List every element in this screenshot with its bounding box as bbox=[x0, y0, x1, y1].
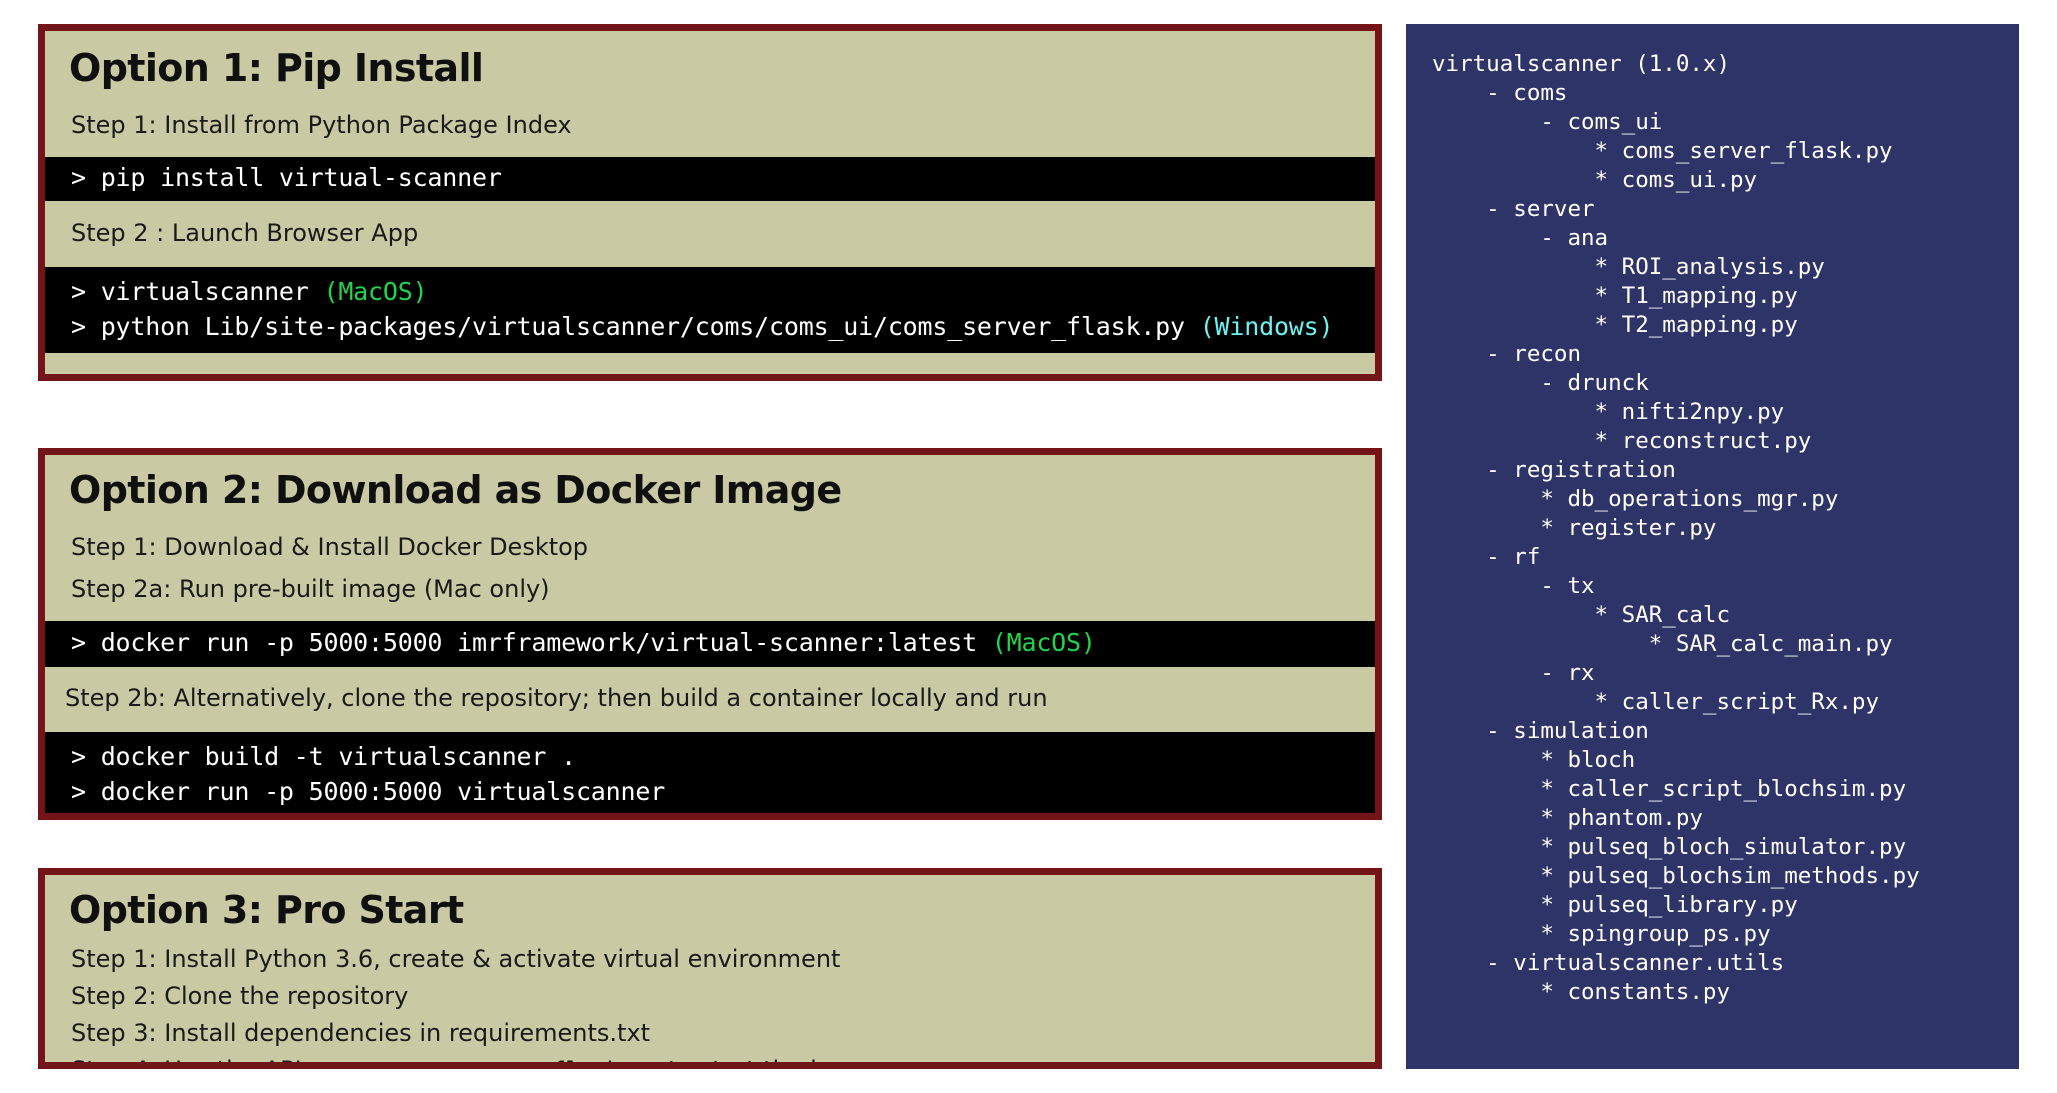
option-1-content: Option 1: Pip Install Step 1: Install fr… bbox=[45, 31, 1375, 374]
tree-line: * pulseq_bloch_simulator.py bbox=[1432, 834, 1907, 860]
option-3-step-2-label: Step 2: Clone the repository bbox=[71, 981, 409, 1010]
terminal-command: python Lib/site-packages/virtualscanner/… bbox=[100, 311, 1200, 341]
option-1-panel: Option 1: Pip Install Step 1: Install fr… bbox=[38, 24, 1382, 381]
terminal-command: docker build -t virtualscanner . bbox=[100, 741, 576, 771]
option-3-step-1-label: Step 1: Install Python 3.6, create & act… bbox=[71, 944, 841, 973]
tree-line: * SAR_calc_main.py bbox=[1432, 631, 1893, 657]
terminal-line: > pip install virtual-scanner bbox=[45, 157, 1375, 190]
option-3-content: Option 3: Pro Start Step 1: Install Pyth… bbox=[45, 875, 1375, 1062]
option-2-step-2b-label: Step 2b: Alternatively, clone the reposi… bbox=[65, 683, 1048, 712]
option-3-panel: Option 3: Pro Start Step 1: Install Pyth… bbox=[38, 868, 1382, 1069]
package-tree-panel: virtualscanner (1.0.x) - coms - coms_ui … bbox=[1406, 24, 2019, 1069]
terminal-command: docker run -p 5000:5000 imrframework/vir… bbox=[100, 627, 992, 657]
tree-line: * SAR_calc bbox=[1432, 602, 1731, 628]
tree-line: - coms_ui bbox=[1432, 109, 1663, 135]
option-2-content: Option 2: Download as Docker Image Step … bbox=[45, 455, 1375, 813]
tree-line: * register.py bbox=[1432, 515, 1717, 541]
option-2-terminal-docker-build: > docker build -t virtualscanner . > doc… bbox=[45, 731, 1375, 813]
tree-root-label: virtualscanner (1.0.x) bbox=[1432, 51, 1731, 77]
option-1-step-1-label: Step 1: Install from Python Package Inde… bbox=[71, 110, 572, 139]
tree-line: * ROI_analysis.py bbox=[1432, 254, 1825, 280]
tree-line: - ana bbox=[1432, 225, 1609, 251]
option-2-step-1-label: Step 1: Download & Install Docker Deskto… bbox=[71, 532, 589, 561]
windows-tag: (Windows) bbox=[1199, 311, 1334, 341]
tree-line: * caller_script_blochsim.py bbox=[1432, 776, 1907, 802]
terminal-prompt: > bbox=[71, 776, 101, 806]
tree-line: - recon bbox=[1432, 341, 1582, 367]
option-3-step-4-prefix: Step 4: Use the API or run bbox=[71, 1056, 389, 1062]
terminal-prompt: > bbox=[71, 627, 101, 657]
tree-line: - drunck bbox=[1432, 370, 1649, 396]
macos-tag: (MacOS) bbox=[991, 627, 1096, 657]
tree-line: - rx bbox=[1432, 660, 1595, 686]
tree-line: * bloch bbox=[1432, 747, 1636, 773]
tree-line-list: - coms - coms_ui * coms_server_flask.py … bbox=[1432, 79, 2019, 1007]
option-2-title: Option 2: Download as Docker Image bbox=[69, 468, 842, 512]
tree-line: * T1_mapping.py bbox=[1432, 283, 1798, 309]
tree-line: - server bbox=[1432, 196, 1595, 222]
option-3-step-4-suffix: to start the browser app bbox=[660, 1056, 959, 1062]
tree-line: * coms_server_flask.py bbox=[1432, 138, 1893, 164]
terminal-line: > virtualscanner (MacOS) bbox=[45, 279, 1375, 304]
terminal-line: > docker run -p 5000:5000 imrframework/v… bbox=[45, 621, 1375, 655]
option-1-terminal-launch: > virtualscanner (MacOS) > python Lib/si… bbox=[45, 266, 1375, 353]
terminal-prompt: > bbox=[71, 162, 101, 192]
terminal-prompt: > bbox=[71, 741, 101, 771]
option-2-step-2a-label: Step 2a: Run pre-built image (Mac only) bbox=[71, 574, 550, 603]
tree-line: - simulation bbox=[1432, 718, 1649, 744]
terminal-line: > python Lib/site-packages/virtualscanne… bbox=[45, 314, 1375, 339]
option-2-terminal-docker-run: > docker run -p 5000:5000 imrframework/v… bbox=[45, 620, 1375, 667]
tree-line: * phantom.py bbox=[1432, 805, 1703, 831]
terminal-command: virtualscanner bbox=[100, 276, 324, 306]
tree-line: * constants.py bbox=[1432, 979, 1731, 1005]
option-3-step-list: Step 1: Install Python 3.6, create & act… bbox=[45, 944, 1375, 1062]
option-3-step-4-filename: coms_server_flask.py bbox=[389, 1058, 660, 1062]
tree-line: * db_operations_mgr.py bbox=[1432, 486, 1839, 512]
tree-line: * T2_mapping.py bbox=[1432, 312, 1798, 338]
tree-line: - coms bbox=[1432, 80, 1568, 106]
tree-line: * nifti2npy.py bbox=[1432, 399, 1785, 425]
option-1-step-2-label: Step 2 : Launch Browser App bbox=[71, 218, 419, 247]
terminal-prompt: > bbox=[71, 276, 101, 306]
tree-line: * coms_ui.py bbox=[1432, 167, 1758, 193]
tree-line: * spingroup_ps.py bbox=[1432, 921, 1771, 947]
option-1-title: Option 1: Pip Install bbox=[69, 46, 484, 90]
tree-line: * pulseq_blochsim_methods.py bbox=[1432, 863, 1920, 889]
terminal-prompt: > bbox=[71, 311, 101, 341]
tree-line: - tx bbox=[1432, 573, 1595, 599]
options-column: Option 1: Pip Install Step 1: Install fr… bbox=[38, 24, 1382, 1069]
macos-tag: (MacOS) bbox=[323, 276, 428, 306]
tree-line: * caller_script_Rx.py bbox=[1432, 689, 1880, 715]
terminal-line: > docker build -t virtualscanner . bbox=[45, 744, 1375, 769]
option-3-title: Option 3: Pro Start bbox=[69, 888, 464, 932]
tree-line: - virtualscanner.utils bbox=[1432, 950, 1785, 976]
tree-line: * pulseq_library.py bbox=[1432, 892, 1798, 918]
terminal-line: > docker run -p 5000:5000 virtualscanner bbox=[45, 779, 1375, 804]
option-3-step-4-label: Step 4: Use the API or run coms_server_f… bbox=[45, 1056, 1375, 1062]
terminal-command: docker run -p 5000:5000 virtualscanner bbox=[100, 776, 666, 806]
tree-line: * reconstruct.py bbox=[1432, 428, 1812, 454]
tree-line: - rf bbox=[1432, 544, 1541, 570]
terminal-command: pip install virtual-scanner bbox=[100, 162, 502, 192]
option-1-terminal-pip: > pip install virtual-scanner bbox=[45, 156, 1375, 201]
option-2-panel: Option 2: Download as Docker Image Step … bbox=[38, 448, 1382, 820]
tree-line: - registration bbox=[1432, 457, 1676, 483]
option-3-step-3-label: Step 3: Install dependencies in requirem… bbox=[71, 1018, 651, 1047]
